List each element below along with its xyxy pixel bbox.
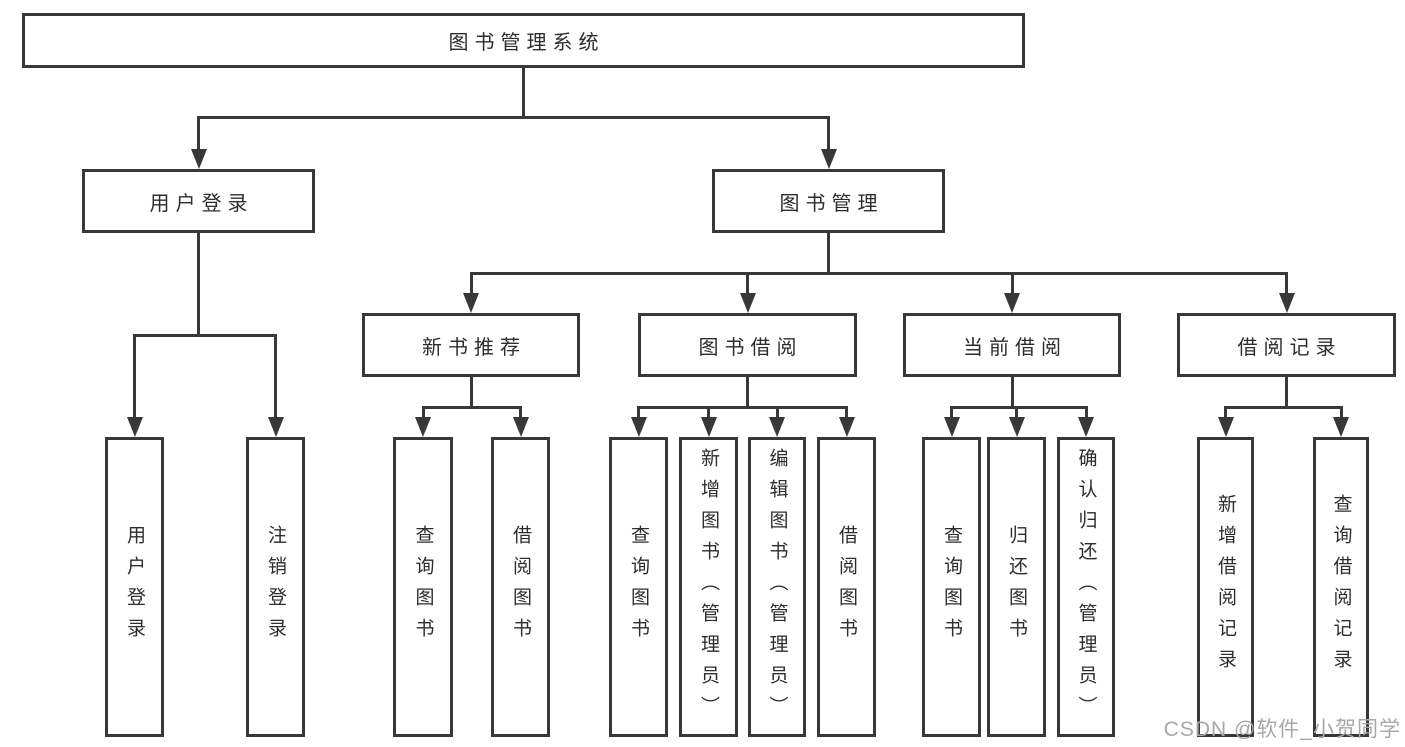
leaf-query-books-borrowing: 查询图书 [609,437,668,737]
arrowhead-icon [1078,417,1094,437]
arrowhead-icon [1008,417,1025,437]
connector-arrow-shaft [469,273,473,294]
connector-vline [469,377,473,409]
node-user-login-label: 用户登录 [149,192,254,215]
connector-arrow-shaft [274,335,277,418]
connector-arrow-shaft [637,407,640,418]
connector-hline [1224,405,1343,409]
connector-arrow-shaft [1339,407,1343,418]
leaf-add-books-admin: 新增图书（管理员） [679,437,738,737]
leaf-return-books: 归还图书 [987,437,1046,737]
arrowhead-icon [1278,293,1295,313]
leaf-add-borrow-record: 新增借阅记录 [1197,437,1254,737]
arrowhead-icon [739,293,756,313]
connector-vline [827,233,830,275]
connector-vline [1285,377,1288,409]
connector-arrow-shaft [519,407,522,418]
leaf-borrow-books-borrowing-label: 借阅图书 [836,525,857,649]
arrowhead-icon [512,417,529,437]
node-root-label: 图书管理系统 [448,32,605,54]
connector-arrow-shaft [827,117,830,150]
connector-arrow-shaft [950,407,953,418]
arrowhead-icon [820,148,837,169]
connector-vline [1010,377,1014,409]
leaf-logout-label: 注销登录 [265,525,286,649]
leaf-query-books-recommend-label: 查询图书 [412,525,434,649]
leaf-user-login: 用户登录 [105,437,164,737]
connector-vline [521,68,525,119]
leaf-query-borrow-record-label: 查询借阅记录 [1330,494,1352,680]
arrowhead-icon [769,417,785,437]
leaf-borrow-books-borrowing: 借阅图书 [817,437,876,737]
connector-hline [421,405,522,409]
leaf-return-books-label: 归还图书 [1006,525,1027,649]
connector-arrow-shaft [1084,407,1088,418]
connector-hline [637,405,848,409]
connector-arrow-shaft [845,407,848,418]
arrowhead-icon [126,417,143,437]
leaf-user-login-label: 用户登录 [124,525,145,649]
arrowhead-icon [415,417,431,437]
node-borrowing-records: 借阅记录 [1177,313,1396,377]
node-root: 图书管理系统 [22,13,1025,68]
connector-arrow-shaft [1015,407,1018,418]
node-current-borrowing-label: 当前借阅 [963,336,1067,359]
arrowhead-icon [1333,417,1349,437]
arrowhead-icon [630,417,647,437]
connector-arrow-shaft [707,407,710,418]
node-new-book-recommend: 新书推荐 [362,313,580,377]
leaf-query-books-current: 查询图书 [922,437,981,737]
arrowhead-icon [1217,417,1234,437]
connector-arrow-shaft [133,335,136,418]
connector-hline [197,115,830,119]
leaf-edit-books-admin-label: 编辑图书（管理员） [766,447,788,727]
connector-vline [746,377,749,409]
connector-vline [197,233,200,337]
leaf-query-books-borrowing-label: 查询图书 [628,525,649,649]
node-user-login: 用户登录 [82,169,315,233]
leaf-query-books-current-label: 查询图书 [941,525,962,649]
node-new-book-recommend-label: 新书推荐 [422,336,526,359]
node-book-management: 图书管理 [712,169,945,233]
arrowhead-icon [463,293,479,313]
leaf-add-borrow-record-label: 新增借阅记录 [1215,494,1236,680]
arrowhead-icon [190,149,207,169]
leaf-confirm-return-admin-label: 确认归还（管理员） [1075,447,1097,727]
leaf-query-books-recommend: 查询图书 [393,437,453,737]
node-book-management-label: 图书管理 [779,192,884,215]
connector-arrow-shaft [197,117,200,150]
connector-hline [950,405,1088,409]
arrowhead-icon [838,417,855,437]
leaf-borrow-books-recommend-label: 借阅图书 [510,525,531,649]
node-book-borrowing: 图书借阅 [638,313,857,377]
connector-arrow-shaft [421,407,425,418]
arrowhead-icon [943,417,960,437]
arrowhead-icon [267,417,284,437]
watermark: CSDN @软件_小贺同学 [1163,718,1401,741]
connector-arrow-shaft [1010,273,1014,294]
arrowhead-icon [700,417,717,437]
connector-arrow-shaft [775,407,779,418]
node-book-borrowing-label: 图书借阅 [698,336,803,359]
connector-arrow-shaft [1285,273,1288,294]
leaf-logout: 注销登录 [246,437,305,737]
connector-hline [133,333,277,337]
connector-arrow-shaft [1224,407,1227,418]
leaf-edit-books-admin: 编辑图书（管理员） [748,437,806,737]
leaf-query-borrow-record: 查询借阅记录 [1313,437,1369,737]
arrowhead-icon [1004,293,1020,313]
leaf-confirm-return-admin: 确认归还（管理员） [1057,437,1115,737]
leaf-borrow-books-recommend: 借阅图书 [491,437,550,737]
node-borrowing-records-label: 借阅记录 [1237,336,1342,359]
connector-arrow-shaft [746,273,749,294]
leaf-add-books-admin-label: 新增图书（管理员） [698,447,719,727]
connector-hline [469,271,1288,275]
node-current-borrowing: 当前借阅 [903,313,1121,377]
